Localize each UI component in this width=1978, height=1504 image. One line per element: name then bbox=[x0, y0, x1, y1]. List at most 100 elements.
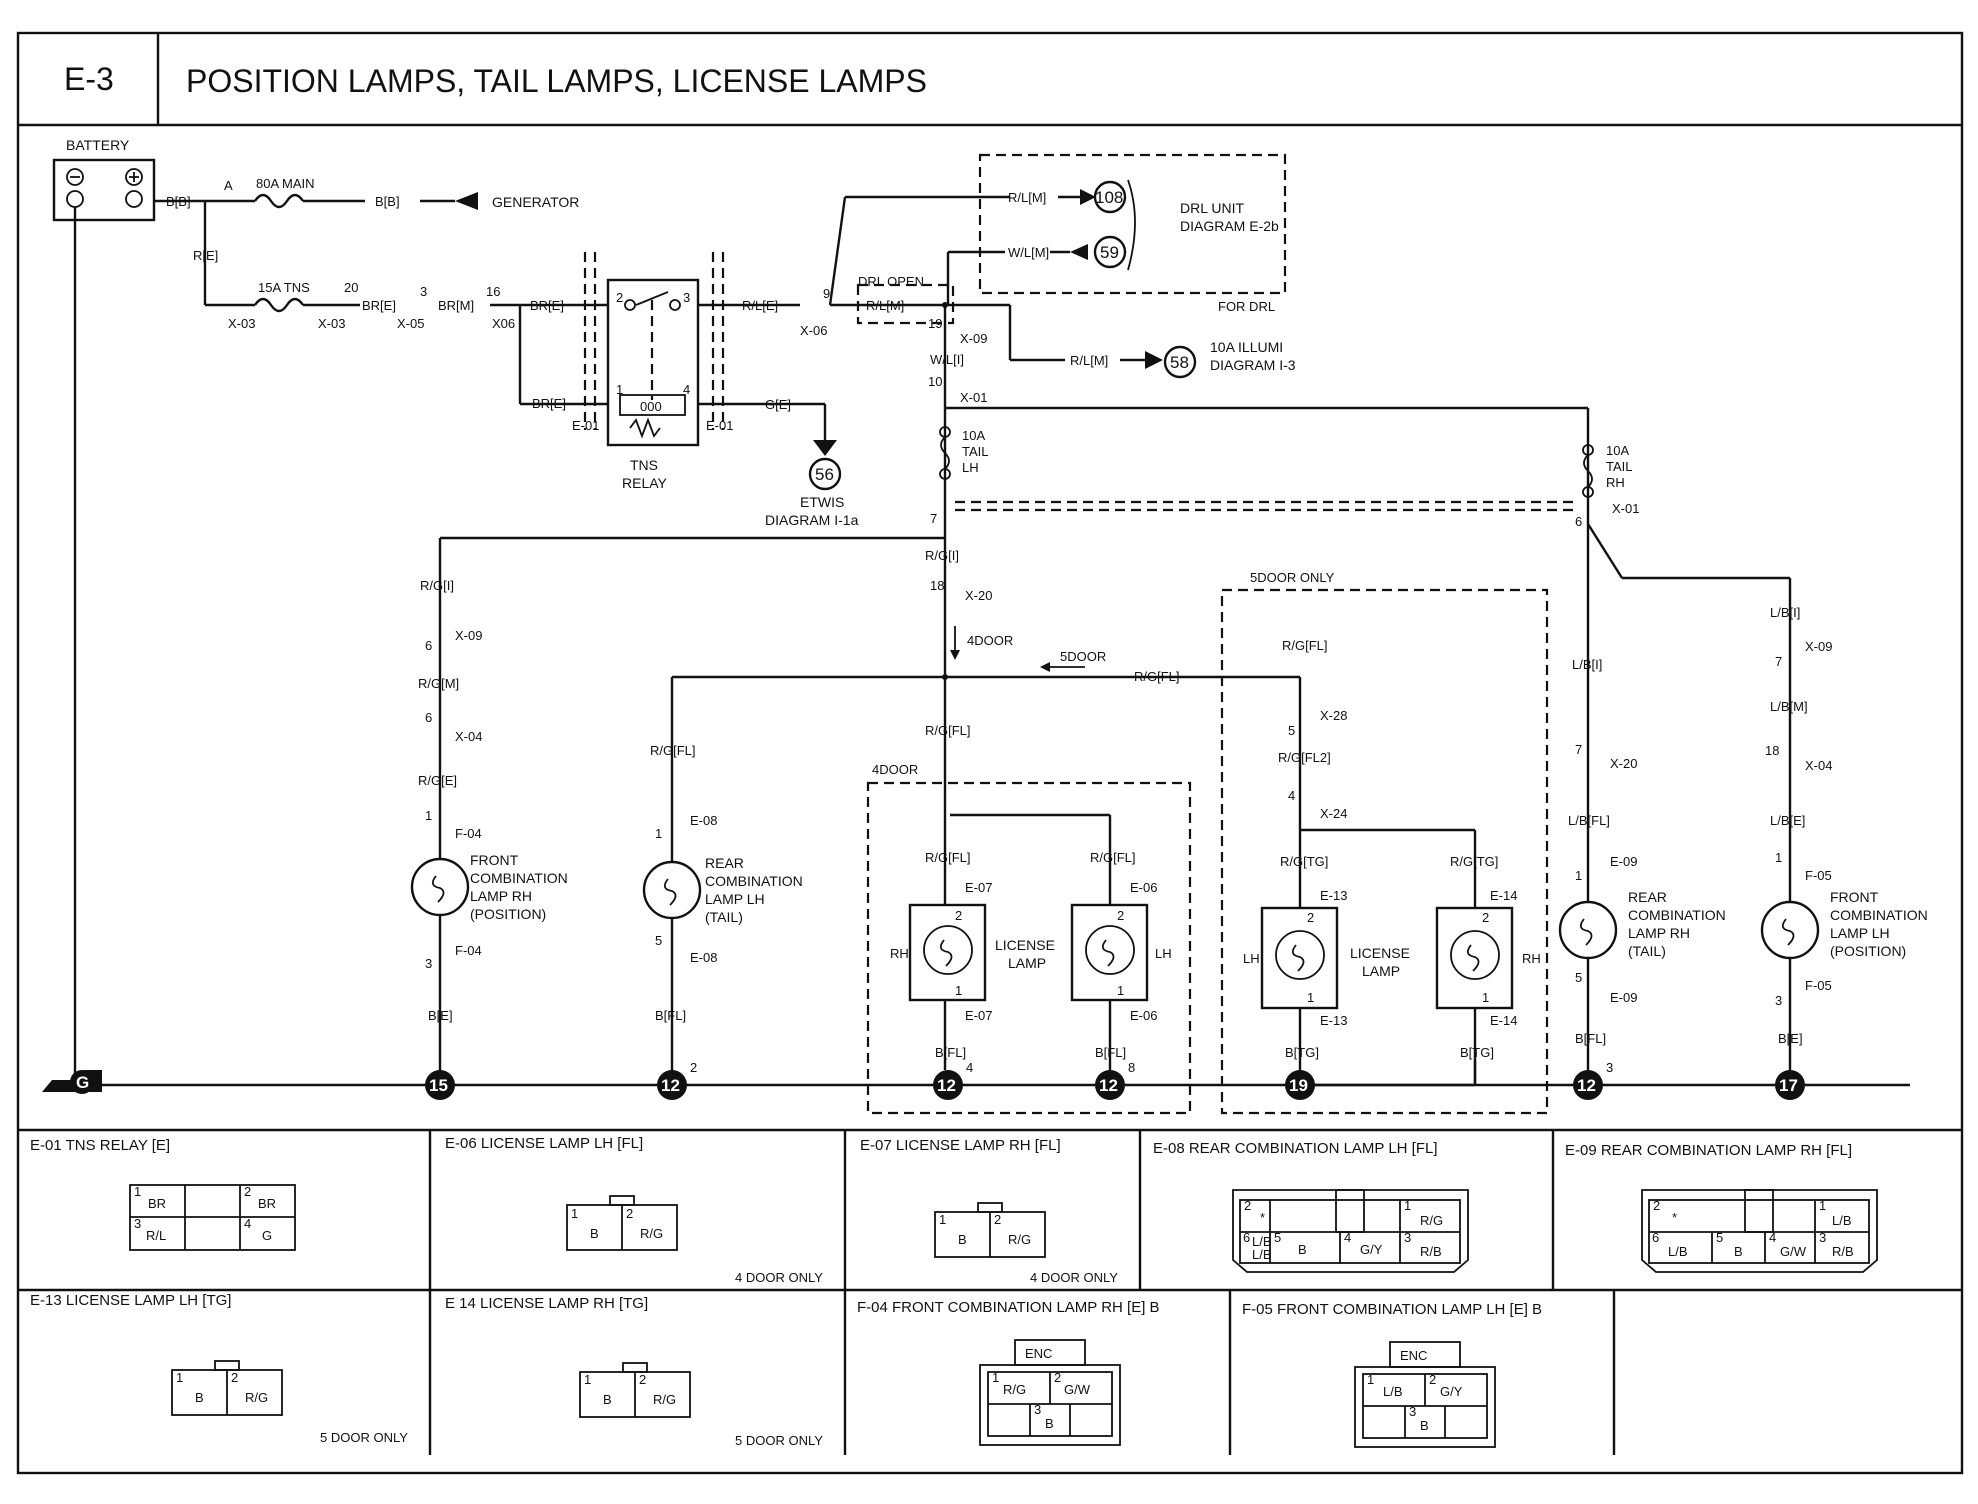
diagram-label: X-05 bbox=[397, 316, 424, 331]
diagram-label: W/L[I] bbox=[930, 352, 964, 367]
five-door-box bbox=[1220, 588, 1549, 1115]
diagram-label: 18 bbox=[930, 578, 944, 593]
diagram-label: X-01 bbox=[960, 390, 987, 405]
diagram-label: G bbox=[262, 1228, 272, 1243]
diagram-label: E-13 bbox=[1320, 1013, 1347, 1028]
diagram-label: B[E] bbox=[428, 1008, 453, 1023]
diagram-label: X-03 bbox=[228, 316, 255, 331]
diagram-label: R[E] bbox=[193, 248, 218, 263]
diagram-label: 4 bbox=[244, 1216, 251, 1231]
diagram-label: F-04 bbox=[455, 943, 482, 958]
diagram-label: E-09 bbox=[1610, 854, 1637, 869]
diagram-label: B[FL] bbox=[1575, 1031, 1606, 1046]
diagram-label: 4 DOOR ONLY bbox=[735, 1270, 823, 1285]
diagram-label: 5DOOR ONLY bbox=[1250, 570, 1335, 585]
diagram-label: R/G[FL] bbox=[1134, 669, 1180, 684]
diagram-label: LH bbox=[1155, 946, 1172, 961]
diagram-label: X-09 bbox=[455, 628, 482, 643]
rear-combination-lamp-rh bbox=[1558, 900, 1618, 960]
diagram-label: L/B[I] bbox=[1572, 657, 1602, 672]
diagram-label: 5 DOOR ONLY bbox=[735, 1433, 823, 1448]
diagram-label: BR[E] bbox=[362, 298, 396, 313]
diagram-label: B[TG] bbox=[1460, 1045, 1494, 1060]
diagram-label: (TAIL) bbox=[705, 909, 743, 925]
diagram-label: LAMP LH bbox=[1830, 925, 1890, 941]
diagram-label: 1 bbox=[1404, 1198, 1411, 1213]
diagram-label: DIAGRAM I-1a bbox=[765, 512, 859, 528]
diagram-label: 1 bbox=[939, 1212, 946, 1227]
diagram-label: L/B[I] bbox=[1770, 605, 1800, 620]
diagram-label: 5 bbox=[1575, 970, 1582, 985]
front-combination-lamp-lh bbox=[1760, 900, 1820, 960]
diagram-label: R/G[FL] bbox=[925, 723, 971, 738]
diagram-label: E-07 bbox=[965, 1008, 992, 1023]
diagram-label: X-04 bbox=[455, 729, 482, 744]
diagram-label: 4 DOOR ONLY bbox=[1030, 1270, 1118, 1285]
diagram-label: 12 bbox=[937, 1076, 956, 1095]
diagram-label: R/G[I] bbox=[925, 548, 959, 563]
diagram-label: ENC bbox=[1025, 1346, 1052, 1361]
diagram-label: X-04 bbox=[1805, 758, 1832, 773]
diagram-label: 6 bbox=[1652, 1230, 1659, 1245]
diagram-label: 1 bbox=[176, 1370, 183, 1385]
diagram-label: 5 bbox=[655, 933, 662, 948]
diagram-label: BR bbox=[148, 1196, 166, 1211]
diagram-label: DRL UNIT bbox=[1180, 200, 1244, 216]
ref-58 bbox=[1163, 345, 1197, 379]
diagram-label: 4DOOR bbox=[967, 633, 1013, 648]
diagram-label: R/G[FL] bbox=[1282, 638, 1328, 653]
ground-17: 17 bbox=[1775, 1070, 1805, 1100]
diagram-label: R/L[M] bbox=[1070, 353, 1108, 368]
diagram-label: 4 bbox=[1344, 1230, 1351, 1245]
diagram-label: L/B[FL] bbox=[1568, 813, 1610, 828]
diagram-label: 1 bbox=[1482, 990, 1489, 1005]
connector-e09-panel: E-09 REAR COMBINATION LAMP RH [FL] 2 * 1… bbox=[1565, 1142, 1878, 1273]
rear-combination-lamp-lh bbox=[642, 860, 702, 920]
diagram-label: DIAGRAM I-3 bbox=[1210, 357, 1296, 373]
diagram-label: 2 bbox=[231, 1370, 238, 1385]
diagram-label: R/G bbox=[1008, 1232, 1031, 1247]
diagram-label: E-06 LICENSE LAMP LH [FL] bbox=[445, 1135, 643, 1152]
diagram-label: 19 bbox=[928, 316, 942, 331]
diagram-label: 5 bbox=[1288, 723, 1295, 738]
diagram-label: BR[M] bbox=[438, 298, 474, 313]
diagram-label: E-14 bbox=[1490, 1013, 1517, 1028]
drl-box bbox=[978, 153, 1287, 295]
diagram-label: B bbox=[603, 1392, 612, 1407]
diagram-label: X-03 bbox=[318, 316, 345, 331]
diagram-label: R/G bbox=[1003, 1382, 1026, 1397]
diagram-label: 1 bbox=[425, 808, 432, 823]
diagram-label: RH bbox=[1522, 951, 1541, 966]
battery: BATTERY bbox=[52, 137, 156, 222]
diagram-label: E-09 REAR COMBINATION LAMP RH [FL] bbox=[1565, 1142, 1852, 1159]
diagram-label: LICENSE bbox=[995, 937, 1055, 953]
ground-12-b: 124 bbox=[933, 1060, 973, 1100]
diagram-label: B[E] bbox=[1778, 1031, 1803, 1046]
connector-e08-panel: E-08 REAR COMBINATION LAMP LH [FL] 2 * 1… bbox=[1153, 1140, 1469, 1273]
diagram-label: E-07 bbox=[965, 880, 992, 895]
diagram-label: R/G[E] bbox=[418, 773, 457, 788]
diagram-label: DRL OPEN bbox=[858, 274, 924, 289]
connector-e14-panel: E 14 LICENSE LAMP RH [TG] 1 B 2 R/G 5 DO… bbox=[445, 1295, 823, 1448]
diagram-label: E-07 LICENSE LAMP RH [FL] bbox=[860, 1137, 1061, 1154]
diagram-label: 5DOOR bbox=[1060, 649, 1106, 664]
diagram-label: R/G[FL2] bbox=[1278, 750, 1331, 765]
diagram-label: 2 bbox=[244, 1184, 251, 1199]
diagram-label: 7 bbox=[1575, 742, 1582, 757]
diagram-label: 2 bbox=[690, 1060, 697, 1075]
diagram-label: 2 bbox=[955, 908, 962, 923]
diagram-label: R/L[E] bbox=[742, 298, 778, 313]
diagram-label: 80A MAIN bbox=[256, 176, 315, 191]
diagram-label: E-01 bbox=[706, 418, 733, 433]
diagram-label: E-14 bbox=[1490, 888, 1517, 903]
diagram-label: X-20 bbox=[965, 588, 992, 603]
diagram-label: FRONT bbox=[470, 852, 519, 868]
diagram-label: 17 bbox=[1779, 1076, 1798, 1095]
diagram-title: POSITION LAMPS, TAIL LAMPS, LICENSE LAMP… bbox=[186, 63, 927, 99]
diagram-label: LH bbox=[1243, 951, 1260, 966]
diagram-label: BR bbox=[258, 1196, 276, 1211]
diagram-label: L/B bbox=[1252, 1247, 1272, 1262]
diagram-label: BR[E] bbox=[532, 396, 566, 411]
